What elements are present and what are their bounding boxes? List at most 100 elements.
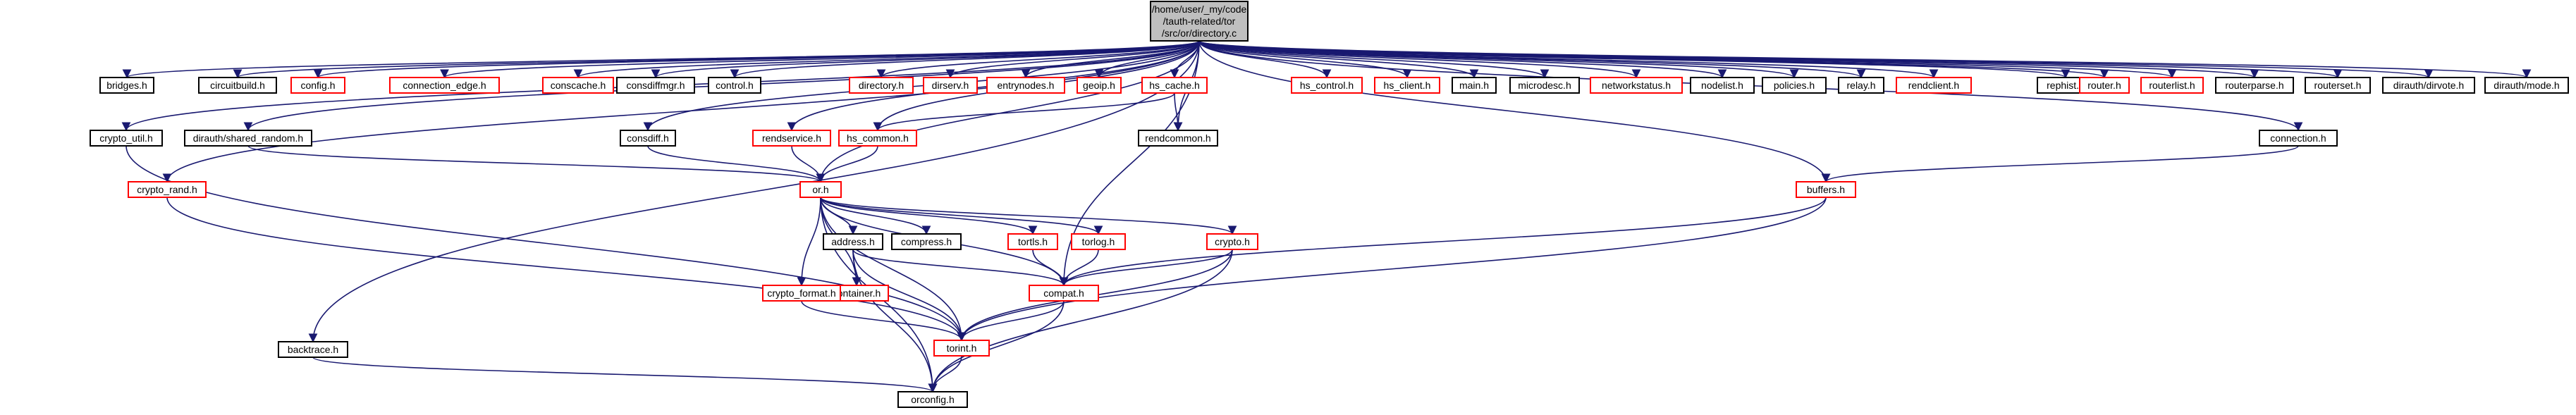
node-hs_client[interactable]: hs_client.h: [1374, 77, 1440, 94]
node-consdiff-box[interactable]: [620, 130, 676, 147]
node-main-box[interactable]: [1452, 77, 1497, 94]
node-nodelist[interactable]: nodelist.h: [1690, 77, 1755, 94]
node-buffers-box[interactable]: [1796, 181, 1856, 198]
node-rendclient-label: rendclient.h: [1908, 80, 1959, 91]
node-compress-box[interactable]: [891, 233, 962, 250]
node-routerparse-box[interactable]: [2215, 77, 2294, 94]
node-policies[interactable]: policies.h: [1762, 77, 1827, 94]
node-hs_common-box[interactable]: [838, 130, 917, 147]
node-rendclient[interactable]: rendclient.h: [1896, 77, 1972, 94]
node-router-box[interactable]: [2079, 77, 2130, 94]
node-consdiff[interactable]: consdiff.h: [620, 130, 676, 147]
node-circuitbuild-box[interactable]: [198, 77, 277, 94]
node-torlog-box[interactable]: [1071, 233, 1126, 250]
node-tortls-box[interactable]: [1007, 233, 1058, 250]
node-networkstatus[interactable]: networkstatus.h: [1590, 77, 1683, 94]
node-relay-box[interactable]: [1838, 77, 1884, 94]
node-crypto_format-box[interactable]: [762, 285, 841, 302]
node-torint[interactable]: torint.h: [933, 340, 990, 357]
edge-root-to-dirmode: [1198, 40, 2531, 79]
node-dirserv-box[interactable]: [923, 77, 978, 94]
node-address[interactable]: address.h: [823, 233, 883, 250]
node-or[interactable]: or.h: [799, 181, 842, 198]
node-routerlist-box[interactable]: [2140, 77, 2204, 94]
node-crypto-box[interactable]: [1206, 233, 1258, 250]
node-routerset[interactable]: routerset.h: [2305, 77, 2371, 94]
node-dirmode-box[interactable]: [2484, 77, 2569, 94]
node-crypto_util-box[interactable]: [90, 130, 163, 147]
node-consdiffmgr-box[interactable]: [616, 77, 695, 94]
node-orconfig[interactable]: orconfig.h: [897, 391, 968, 408]
node-address-box[interactable]: [823, 233, 883, 250]
node-consdiffmgr[interactable]: consdiffmgr.h: [616, 77, 695, 94]
node-geoip[interactable]: geoip.h: [1077, 77, 1122, 94]
node-connection_edge[interactable]: connection_edge.h: [389, 77, 500, 94]
node-compat-box[interactable]: [1029, 285, 1099, 302]
node-config[interactable]: config.h: [290, 77, 345, 94]
node-dirvote[interactable]: dirauth/dirvote.h: [2382, 77, 2475, 94]
node-rendservice-box[interactable]: [752, 130, 831, 147]
node-bridges[interactable]: bridges.h: [99, 77, 154, 94]
node-hs_cache[interactable]: hs_cache.h: [1141, 77, 1208, 94]
node-routerset-box[interactable]: [2305, 77, 2371, 94]
node-conscache[interactable]: conscache.h: [542, 77, 614, 94]
node-rendcommon[interactable]: rendcommon.h: [1138, 130, 1218, 147]
node-dirserv[interactable]: dirserv.h: [923, 77, 978, 94]
node-torlog[interactable]: torlog.h: [1071, 233, 1126, 250]
node-relay[interactable]: relay.h: [1838, 77, 1884, 94]
edge-or-to-crypto_format: [797, 197, 821, 287]
node-backtrace[interactable]: backtrace.h: [278, 341, 348, 358]
node-compress[interactable]: compress.h: [891, 233, 962, 250]
node-connection[interactable]: connection.h: [2259, 130, 2338, 147]
node-hs_common[interactable]: hs_common.h: [838, 130, 917, 147]
node-control-box[interactable]: [708, 77, 761, 94]
node-routerlist[interactable]: routerlist.h: [2140, 77, 2204, 94]
node-tortls[interactable]: tortls.h: [1007, 233, 1058, 250]
node-backtrace-box[interactable]: [278, 341, 348, 358]
node-entrynodes-box[interactable]: [986, 77, 1065, 94]
node-circuitbuild[interactable]: circuitbuild.h: [198, 77, 277, 94]
edge-root-to-routerparse: [1198, 40, 2259, 79]
node-hs_control-box[interactable]: [1291, 77, 1363, 94]
node-routerparse[interactable]: routerparse.h: [2215, 77, 2294, 94]
node-dirvote-box[interactable]: [2382, 77, 2475, 94]
node-crypto_rand[interactable]: crypto_rand.h: [128, 181, 207, 198]
node-networkstatus-box[interactable]: [1590, 77, 1683, 94]
node-control[interactable]: control.h: [708, 77, 761, 94]
node-crypto_rand-box[interactable]: [128, 181, 207, 198]
node-rendservice[interactable]: rendservice.h: [752, 130, 831, 147]
node-connection-box[interactable]: [2259, 130, 2338, 147]
node-crypto_util[interactable]: crypto_util.h: [90, 130, 163, 147]
node-geoip-box[interactable]: [1077, 77, 1122, 94]
node-hs_control[interactable]: hs_control.h: [1291, 77, 1363, 94]
node-microdesc-box[interactable]: [1509, 77, 1580, 94]
node-directory[interactable]: directory.h: [849, 77, 914, 94]
node-orconfig-box[interactable]: [897, 391, 968, 408]
node-dirmode[interactable]: dirauth/mode.h: [2484, 77, 2569, 94]
node-nodelist-box[interactable]: [1690, 77, 1755, 94]
edge-root-to-control: [730, 40, 1200, 79]
node-compat[interactable]: compat.h: [1029, 285, 1099, 302]
node-directory-box[interactable]: [849, 77, 914, 94]
node-microdesc[interactable]: microdesc.h: [1509, 77, 1580, 94]
node-shared_random-box[interactable]: [184, 130, 312, 147]
node-hs_cache-box[interactable]: [1141, 77, 1208, 94]
node-config-box[interactable]: [290, 77, 345, 94]
node-bridges-box[interactable]: [99, 77, 154, 94]
node-shared_random[interactable]: dirauth/shared_random.h: [184, 130, 312, 147]
node-hs_client-box[interactable]: [1374, 77, 1440, 94]
node-main[interactable]: main.h: [1452, 77, 1497, 94]
node-connection_edge-box[interactable]: [389, 77, 500, 94]
node-rendcommon-box[interactable]: [1138, 130, 1218, 147]
node-crypto[interactable]: crypto.h: [1206, 233, 1258, 250]
node-crypto_format[interactable]: crypto_format.h: [762, 285, 841, 302]
node-or-box[interactable]: [799, 181, 842, 198]
node-conscache-box[interactable]: [542, 77, 614, 94]
node-policies-box[interactable]: [1762, 77, 1827, 94]
node-router[interactable]: router.h: [2079, 77, 2130, 94]
node-rendcommon-label: rendcommon.h: [1145, 132, 1210, 144]
node-rendclient-box[interactable]: [1896, 77, 1972, 94]
node-buffers[interactable]: buffers.h: [1796, 181, 1856, 198]
node-entrynodes[interactable]: entrynodes.h: [986, 77, 1065, 94]
node-torint-box[interactable]: [933, 340, 990, 357]
